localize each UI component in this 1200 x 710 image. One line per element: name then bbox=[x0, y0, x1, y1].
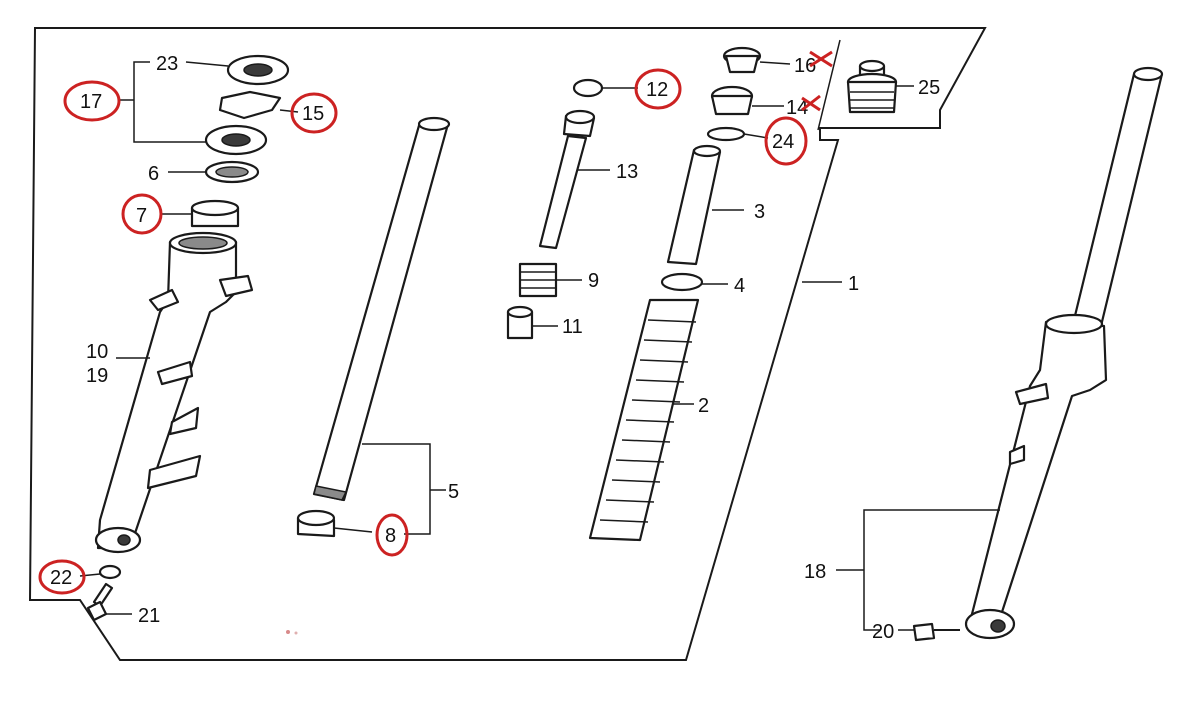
callout-2: 2 bbox=[698, 395, 709, 417]
callout-1: 1 bbox=[848, 273, 859, 295]
callout-22: 22 bbox=[50, 567, 72, 589]
callout-20: 20 bbox=[872, 621, 894, 643]
scan-speck bbox=[294, 631, 298, 635]
callout-12: 12 bbox=[646, 79, 668, 101]
cross-mark-16 bbox=[809, 50, 833, 68]
callout-24: 24 bbox=[772, 131, 794, 153]
assembled-fork bbox=[912, 66, 1164, 642]
circle-mark-7 bbox=[121, 193, 163, 235]
fork-tube bbox=[296, 116, 451, 538]
callout-16: 16 bbox=[794, 55, 816, 77]
callout-11: 11 bbox=[562, 316, 583, 338]
callout-10: 10 bbox=[86, 341, 108, 363]
callout-14: 14 bbox=[786, 97, 808, 119]
callout-21: 21 bbox=[138, 605, 160, 627]
callout-9: 9 bbox=[588, 270, 599, 292]
callout-6: 6 bbox=[148, 163, 159, 185]
scan-speck bbox=[286, 630, 290, 634]
seal-stack bbox=[190, 54, 290, 228]
callout-25: 25 bbox=[918, 77, 940, 99]
callout-numbers: 1 2 3 4 5 6 7 8 9 10 11 12 13 14 15 16 1… bbox=[50, 53, 940, 643]
callout-19: 19 bbox=[86, 365, 108, 387]
callout-17: 17 bbox=[80, 91, 102, 113]
left-fork-slider bbox=[94, 231, 254, 554]
circle-mark-22 bbox=[38, 559, 86, 595]
callout-5: 5 bbox=[448, 481, 459, 503]
red-annotations bbox=[38, 50, 833, 595]
cross-mark-14 bbox=[801, 94, 821, 112]
assembly-frame bbox=[28, 27, 987, 661]
callout-3: 3 bbox=[754, 201, 765, 223]
callout-15: 15 bbox=[302, 103, 324, 125]
leader-lines bbox=[79, 61, 1000, 631]
callout-13: 13 bbox=[616, 161, 638, 183]
circle-mark-17 bbox=[63, 80, 121, 122]
circle-mark-24 bbox=[764, 116, 808, 166]
callout-7: 7 bbox=[136, 205, 147, 227]
bolt-and-washer bbox=[86, 564, 122, 622]
circle-mark-15 bbox=[290, 92, 338, 134]
sub-frame-bracket bbox=[817, 39, 841, 131]
callout-23: 23 bbox=[156, 53, 178, 75]
damper-rod-parts bbox=[506, 78, 604, 340]
callout-8: 8 bbox=[385, 525, 396, 547]
callout-18: 18 bbox=[804, 561, 826, 583]
spring-stack bbox=[588, 46, 762, 542]
circle-mark-8 bbox=[375, 513, 409, 557]
callout-4: 4 bbox=[734, 275, 745, 297]
circle-mark-12 bbox=[634, 68, 682, 110]
fork-cap bbox=[846, 59, 898, 114]
